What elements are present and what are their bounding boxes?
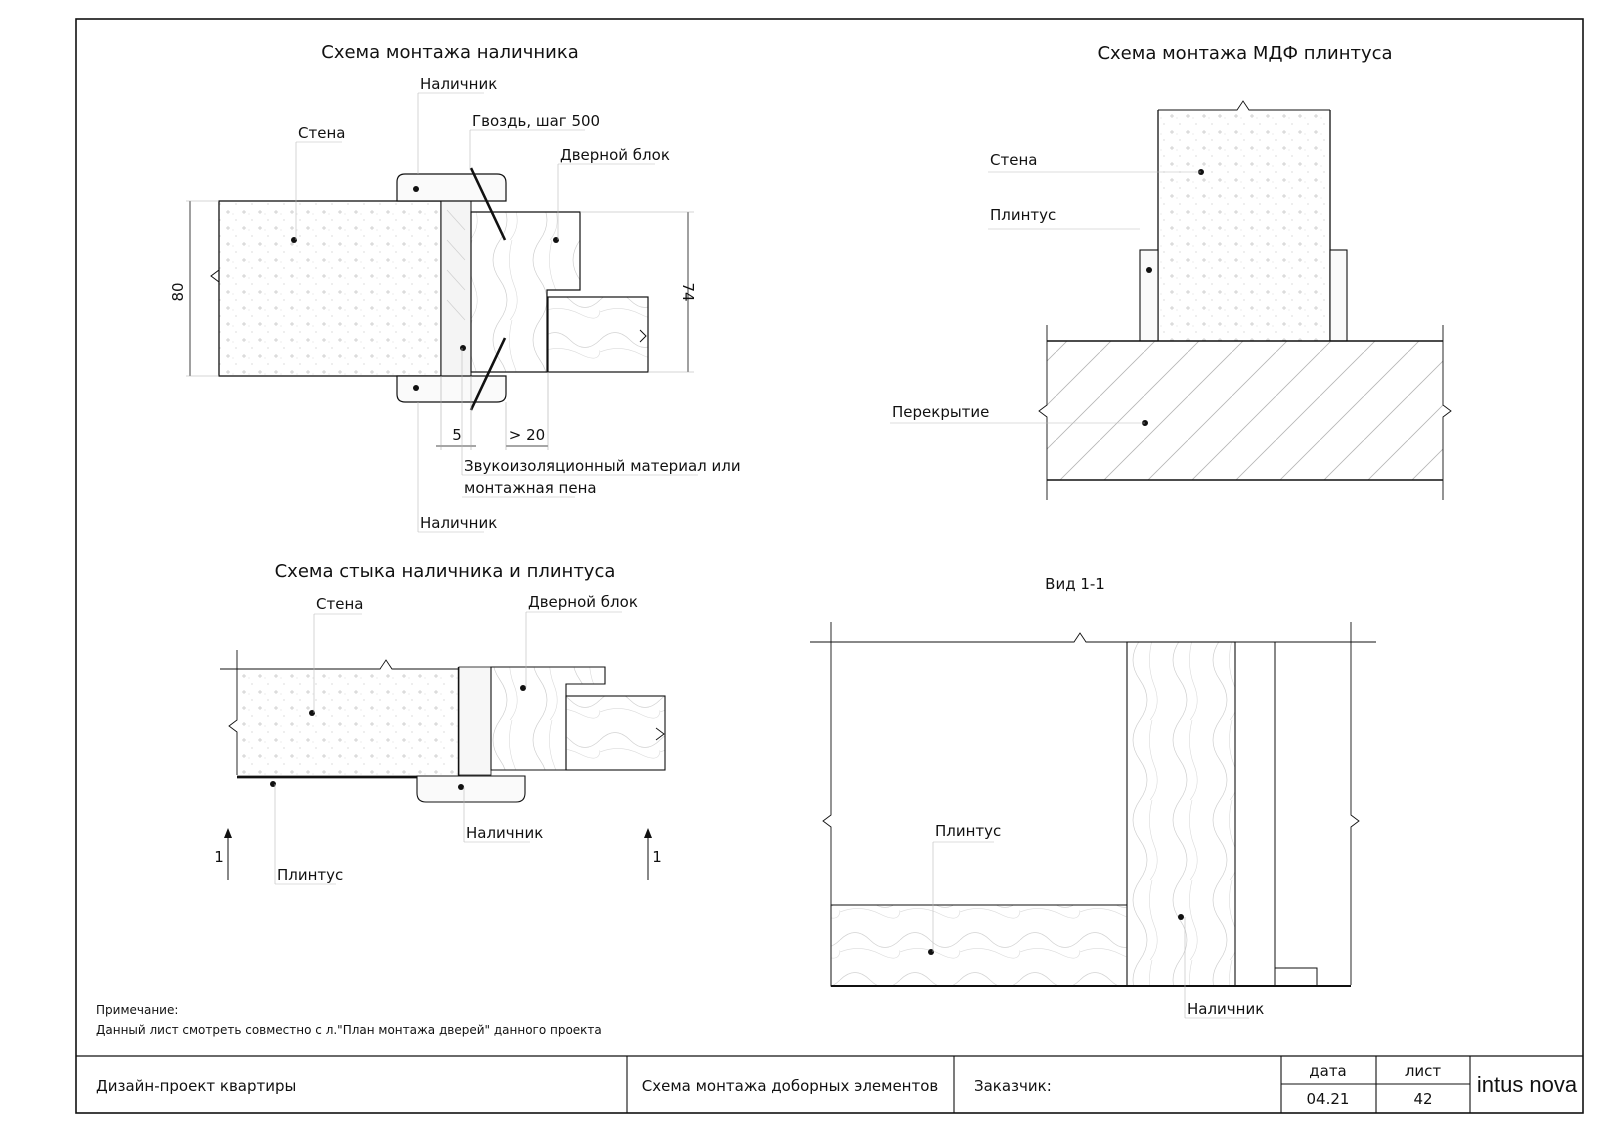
label-casing-3: Наличник	[466, 824, 543, 842]
stamp-sheet-header: лист	[1405, 1062, 1442, 1080]
stamp-date-value: 04.21	[1307, 1090, 1350, 1108]
break-line	[210, 201, 220, 376]
plinth-right	[1329, 249, 1348, 342]
door-block-3	[490, 666, 606, 771]
mdf-plinth-diagram: Схема монтажа МДФ плинтуса Стена Плинтус…	[890, 43, 1452, 500]
label-door-block: Дверной блок	[560, 146, 670, 164]
casing-vertical	[1126, 641, 1236, 987]
stamp-sheet-title: Схема монтажа доборных элементов	[642, 1077, 939, 1095]
label-insulation-1: Звукоизоляционный материал или	[464, 457, 741, 475]
stamp-customer: Заказчик:	[974, 1077, 1052, 1095]
door-leaf	[547, 296, 649, 373]
diagram3-title: Схема стыка наличника и плинтуса	[275, 561, 616, 582]
label-floor: Перекрытие	[892, 403, 989, 421]
label-casing-4: Наличник	[1187, 1000, 1264, 1018]
nail-top	[469, 167, 507, 241]
nail-bottom	[469, 337, 507, 411]
dim-80: 80	[169, 282, 187, 301]
label-insulation-2: монтажная пена	[464, 479, 597, 497]
label-nail: Гвоздь, шаг 500	[472, 112, 600, 130]
label-door-block-3: Дверной блок	[528, 593, 638, 611]
brand-logo: intus nova	[1477, 1072, 1578, 1097]
wall-section	[218, 200, 442, 377]
wall-column	[1158, 110, 1330, 341]
note-text: Данный лист смотреть совместно с л."План…	[96, 1023, 602, 1037]
view-1-1-diagram: Вид 1-1 Плинтус Наличник	[810, 575, 1376, 1019]
section-mark-right: 1	[652, 848, 662, 866]
diagram4-title: Вид 1-1	[1045, 575, 1105, 593]
label-wall-2: Стена	[990, 151, 1037, 169]
door-leaf-3	[565, 695, 666, 771]
casing-3	[416, 775, 526, 803]
stamp-sheet-value: 42	[1413, 1090, 1432, 1108]
diagram2-title: Схема монтажа МДФ плинтуса	[1097, 43, 1392, 64]
casing-installation-diagram: Схема монтажа наличника 80 74 5	[169, 42, 741, 533]
casing-top	[396, 173, 507, 202]
floor-slab	[1047, 341, 1443, 480]
diagram1-title: Схема монтажа наличника	[321, 42, 578, 63]
stamp-project: Дизайн-проект квартиры	[96, 1077, 296, 1095]
dim-gt-20: > 20	[509, 426, 545, 444]
insulation-strip	[440, 200, 472, 377]
label-wall-3: Стена	[316, 595, 363, 613]
sheet-frame	[75, 18, 1584, 1114]
label-plinth-3: Плинтус	[277, 866, 343, 884]
casing-plinth-junction-diagram: Схема стыка наличника и плинтуса Стена Д…	[214, 561, 666, 885]
label-plinth-2: Плинтус	[990, 206, 1056, 224]
section-mark-left: 1	[214, 848, 224, 866]
dim-74: 74	[679, 282, 697, 301]
label-casing-bottom: Наличник	[420, 514, 497, 532]
dim-5: 5	[452, 426, 462, 444]
label-plinth-4: Плинтус	[935, 822, 1001, 840]
stamp-date-header: дата	[1309, 1062, 1347, 1080]
plinth-left	[1139, 249, 1159, 342]
label-casing-top: Наличник	[420, 75, 497, 93]
title-block: Дизайн-проект квартиры Схема монтажа доб…	[76, 1055, 1583, 1113]
label-wall: Стена	[298, 124, 345, 142]
plinth-strip	[830, 904, 1128, 987]
note-heading: Примечание:	[96, 1003, 178, 1017]
wall-section-3	[237, 669, 459, 775]
